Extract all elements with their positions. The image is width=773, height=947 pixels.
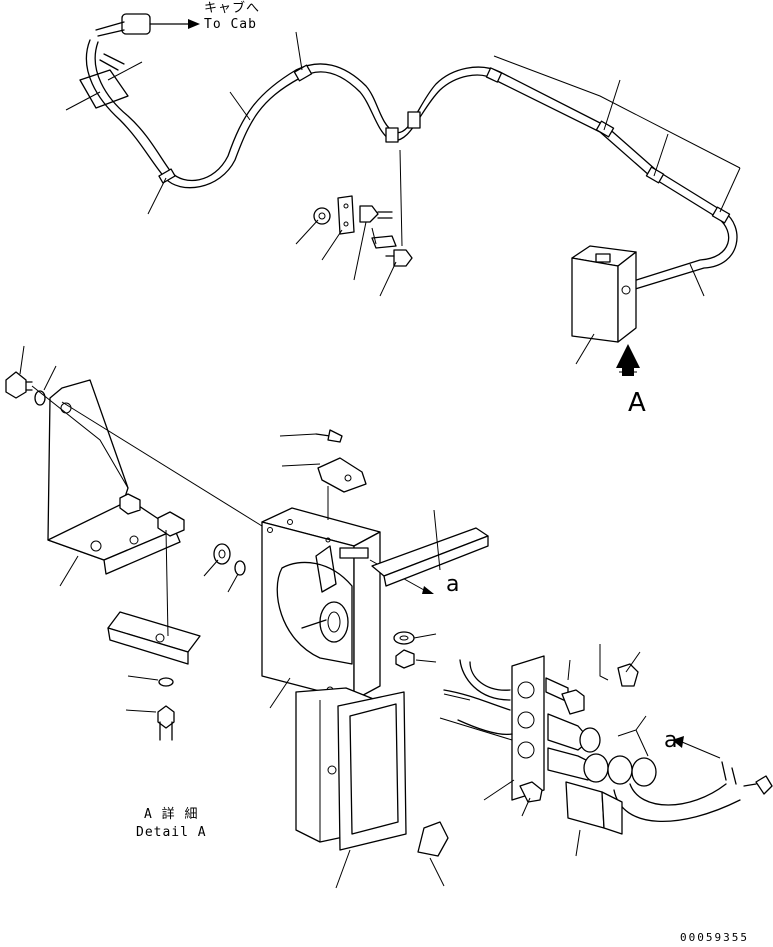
wire-harness-upper [79, 13, 738, 291]
detail-label-en: Detail A [136, 825, 207, 840]
box-lower-cover [295, 687, 407, 851]
connector-panel [439, 655, 609, 801]
arrow-a-label-connector: a [664, 728, 678, 753]
nut-and-washer-left [61, 401, 263, 576]
arrow-a-label-box: a [446, 572, 460, 597]
control-box [571, 245, 637, 343]
plug-and-caps [417, 663, 773, 857]
detail-label-jp: A 詳 細 [144, 807, 199, 822]
drawing-number: 00059355 [680, 931, 749, 944]
lower-plate [107, 529, 201, 741]
view-a-label: A [628, 388, 646, 418]
electrical-box [261, 507, 381, 701]
upper-bracket-hardware [313, 149, 413, 267]
bolt-washer-top-left [5, 371, 129, 489]
box-latch [315, 429, 367, 520]
arrow-a-connector [672, 736, 721, 759]
nut-and-washer-right [369, 559, 434, 669]
leader-lines [19, 31, 741, 889]
view-a-arrow [616, 344, 640, 376]
to-cab-label-en: To Cab [204, 17, 257, 32]
mounting-bracket [47, 379, 185, 575]
support-rail [371, 527, 489, 587]
to-cab-label-jp: キャブへ [204, 1, 261, 16]
